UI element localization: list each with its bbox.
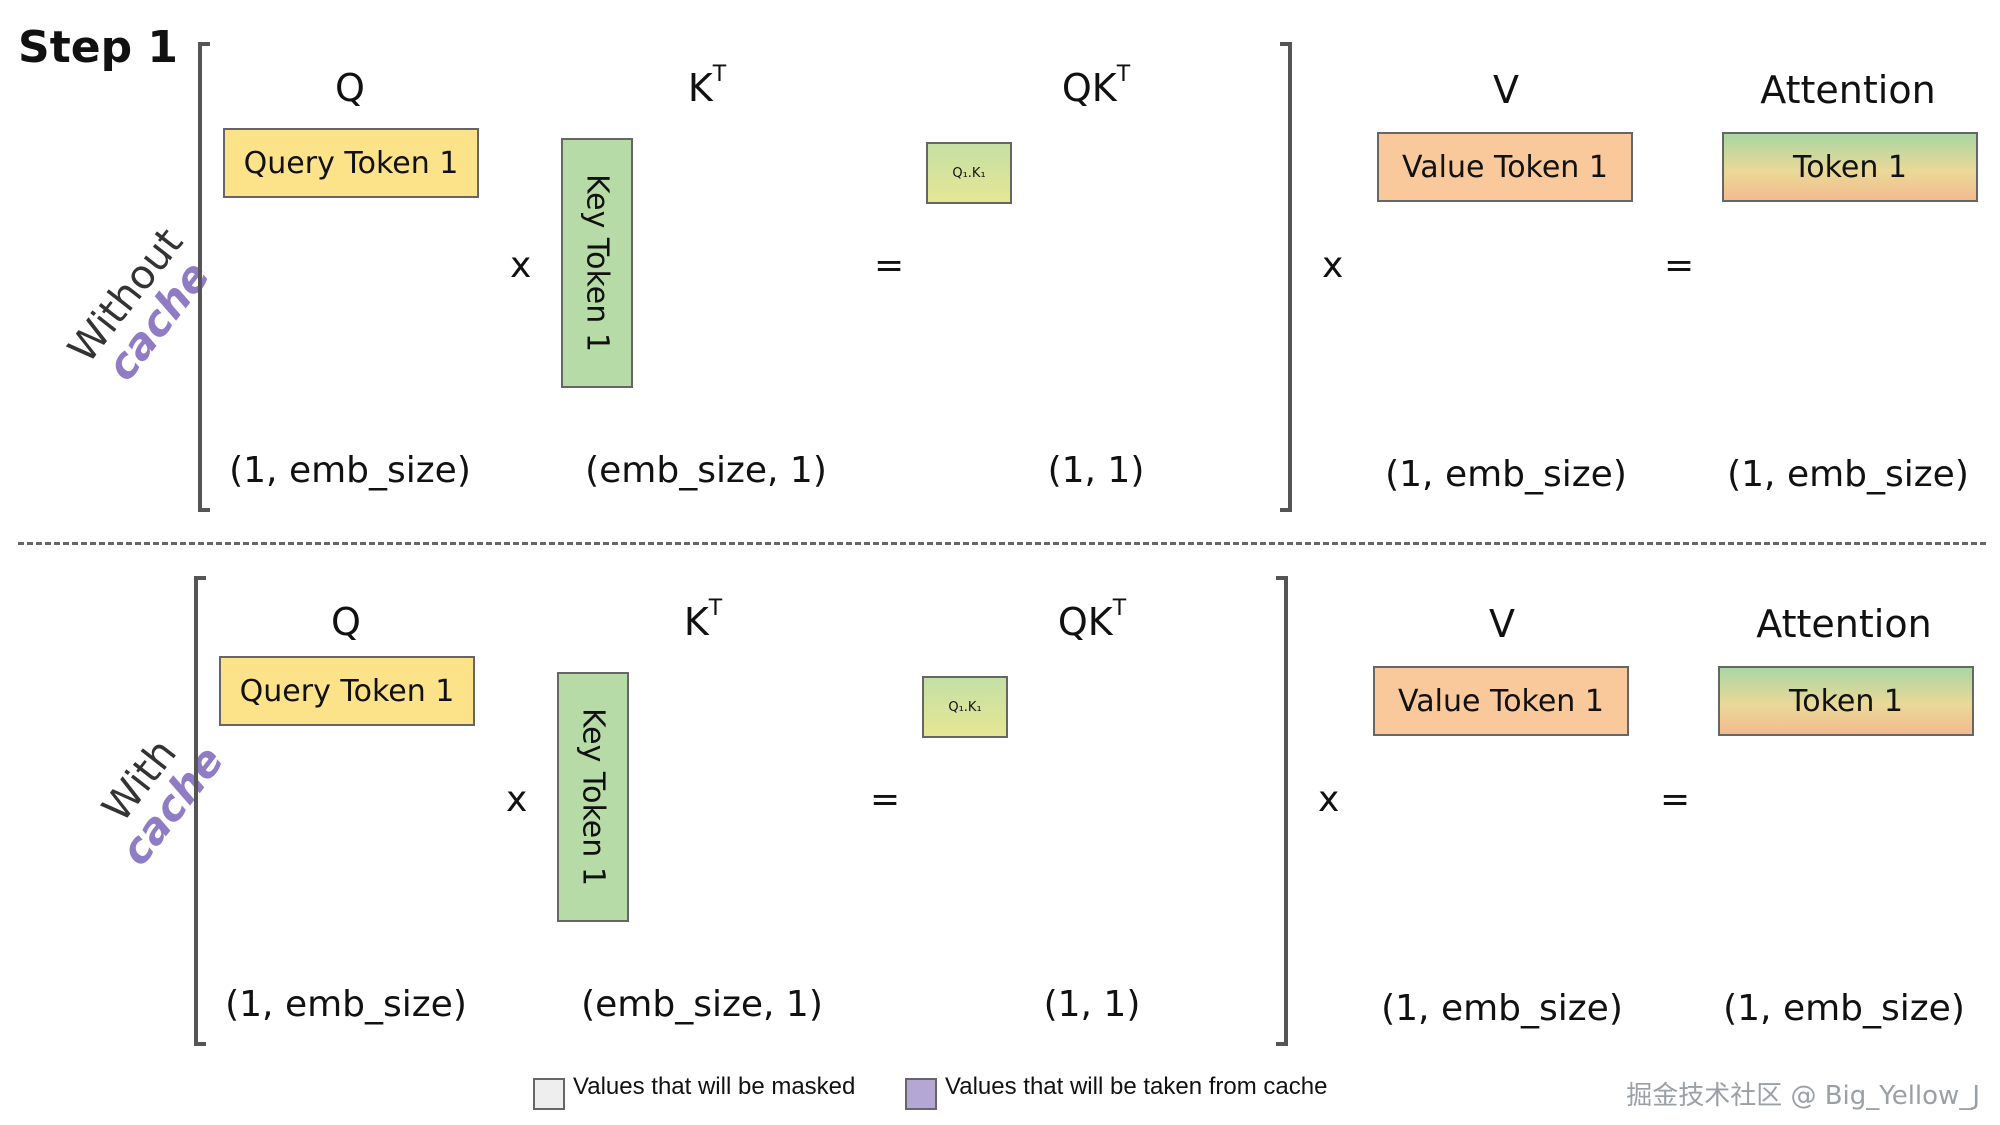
qkt-shape: (1, 1) xyxy=(1047,450,1145,491)
query-token-box: Query Token 1 xyxy=(219,656,475,726)
key-token-label: Key Token 1 xyxy=(579,174,615,352)
legend-masked-label: Values that will be masked xyxy=(573,1073,856,1100)
equals-operator: = xyxy=(874,245,905,286)
legend-cache-swatch xyxy=(905,1078,937,1110)
equals-operator: = xyxy=(870,779,901,820)
equals-operator: = xyxy=(1660,779,1691,820)
legend-masked-swatch xyxy=(533,1078,565,1110)
value-token-box: Value Token 1 xyxy=(1373,666,1629,736)
value-token-box: Value Token 1 xyxy=(1377,132,1633,202)
kt-label: KT xyxy=(687,62,727,110)
qk-result-box: Q₁.K₁ xyxy=(926,142,1012,204)
key-token-box: Key Token 1 xyxy=(557,672,629,922)
q-label: Q xyxy=(331,600,361,644)
row-with-cache: With cache Q KT QKT V Attention Query To… xyxy=(0,534,2000,1074)
attention-label: Attention xyxy=(1760,68,1936,112)
multiply-operator: x xyxy=(506,779,528,820)
multiply-operator: x xyxy=(510,245,532,286)
v-label: V xyxy=(1493,68,1519,112)
kt-shape: (emb_size, 1) xyxy=(581,984,823,1025)
v-shape: (1, emb_size) xyxy=(1381,988,1623,1029)
q-shape: (1, emb_size) xyxy=(229,450,471,491)
key-token-label: Key Token 1 xyxy=(575,708,611,886)
multiply-operator: x xyxy=(1322,245,1344,286)
q-shape: (1, emb_size) xyxy=(225,984,467,1025)
legend-cache-label: Values that will be taken from cache xyxy=(945,1073,1328,1100)
attention-token-box: Token 1 xyxy=(1718,666,1974,736)
kt-shape: (emb_size, 1) xyxy=(585,450,827,491)
attention-shape: (1, emb_size) xyxy=(1723,988,1965,1029)
equals-operator: = xyxy=(1664,245,1695,286)
step-title: Step 1 xyxy=(18,22,178,73)
qkt-shape: (1, 1) xyxy=(1043,984,1141,1025)
qkt-label: QKT xyxy=(1061,62,1131,110)
left-bracket xyxy=(194,576,206,1046)
attention-token-box: Token 1 xyxy=(1722,132,1978,202)
section-divider xyxy=(18,542,1986,545)
key-token-box: Key Token 1 xyxy=(561,138,633,388)
side-label: With cache xyxy=(82,714,233,875)
left-bracket xyxy=(198,42,210,512)
v-label: V xyxy=(1489,602,1515,646)
qkt-label: QKT xyxy=(1057,596,1127,644)
query-token-box: Query Token 1 xyxy=(223,128,479,198)
row-without-cache: Without cache Q KT QKT V Attention Query… xyxy=(0,0,2000,540)
kt-label: KT xyxy=(683,596,723,644)
right-bracket xyxy=(1280,42,1292,512)
right-bracket xyxy=(1276,576,1288,1046)
attention-label: Attention xyxy=(1756,602,1932,646)
multiply-operator: x xyxy=(1318,779,1340,820)
watermark: 掘金技术社区 @ Big_Yellow_J xyxy=(1626,1081,1980,1111)
v-shape: (1, emb_size) xyxy=(1385,454,1627,495)
q-label: Q xyxy=(335,66,365,110)
attention-shape: (1, emb_size) xyxy=(1727,454,1969,495)
qk-result-box: Q₁.K₁ xyxy=(922,676,1008,738)
